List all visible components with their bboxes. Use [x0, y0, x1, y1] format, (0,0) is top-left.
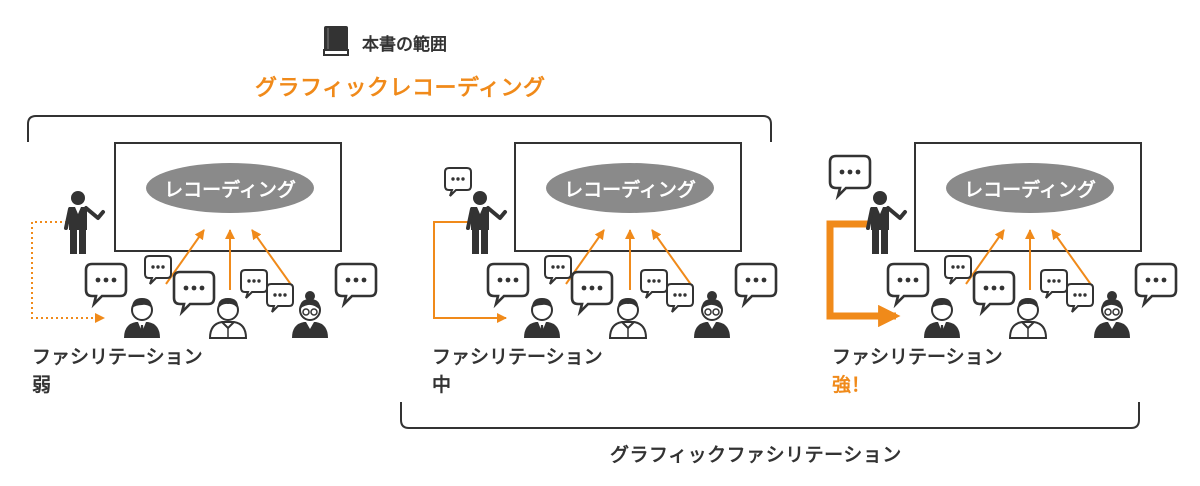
participant-icon — [123, 297, 161, 339]
speech-bubble-icon — [444, 167, 472, 197]
level-strong: 強！ — [832, 373, 871, 396]
facilitation-label: ファシリテーション 弱 — [32, 344, 203, 399]
speech-bubble-icon — [886, 262, 930, 306]
speech-bubble-icon — [570, 270, 614, 314]
speech-bubble-icon — [828, 154, 872, 198]
arrow-icon — [433, 221, 507, 323]
panel-strong: レコーディング ファシリテーション 強！ — [826, 142, 1200, 442]
arrow-icon — [651, 229, 693, 287]
speech-bubble-icon — [544, 255, 572, 285]
panel-illustration — [31, 189, 378, 339]
panel-medium: レコーディング ファシリテーション 中 — [426, 142, 816, 442]
participant-icon — [693, 290, 731, 339]
speech-bubble-icon — [1040, 269, 1068, 299]
facilitation-text: ファシリテーション — [32, 346, 203, 368]
arrow-icon — [965, 229, 1005, 285]
level-medium: 中 — [432, 373, 452, 396]
speech-bubble-icon — [1134, 262, 1178, 306]
speech-bubble-icon — [1066, 283, 1094, 313]
participant-icon — [923, 297, 961, 339]
panel-illustration — [826, 154, 1178, 339]
graphic-facilitation-title: グラフィックファシリテーション — [610, 444, 902, 466]
recording-pill: レコーディング — [546, 163, 714, 213]
speech-bubble-icon — [734, 262, 778, 306]
recording-pill: レコーディング — [946, 163, 1114, 213]
facilitation-text: ファシリテーション — [832, 346, 1003, 368]
participant-icon — [609, 297, 647, 339]
book-scope-title: 本書の範囲 — [362, 35, 447, 55]
speech-bubble-icon — [172, 270, 216, 314]
speech-bubble-icon — [944, 255, 972, 285]
facilitator-icon — [866, 189, 907, 256]
participant-icon — [209, 297, 247, 339]
whiteboard: レコーディング — [914, 142, 1142, 252]
participant-icon — [523, 297, 561, 339]
speech-bubble-icon — [640, 269, 668, 299]
speech-bubble-icon — [486, 262, 530, 306]
participant-icon — [291, 290, 329, 339]
arrow-icon — [251, 229, 293, 287]
graphic-recording-title: グラフィックレコーディング — [255, 76, 546, 101]
whiteboard: レコーディング — [514, 142, 742, 252]
whiteboard: レコーディング — [114, 142, 342, 252]
facilitation-label: ファシリテーション 強！ — [832, 344, 1003, 399]
arrow-icon — [31, 221, 105, 323]
recording-pill: レコーディング — [146, 163, 314, 213]
speech-bubble-icon — [334, 262, 378, 306]
participant-icon — [1093, 290, 1131, 339]
arrow-icon — [165, 229, 205, 285]
participant-icon — [1009, 297, 1047, 339]
facilitator-icon — [466, 189, 507, 256]
arrow-icon — [826, 220, 901, 328]
speech-bubble-icon — [972, 270, 1016, 314]
speech-bubble-icon — [144, 255, 172, 285]
facilitation-text: ファシリテーション — [432, 346, 603, 368]
facilitator-icon — [64, 189, 105, 256]
book-icon — [323, 26, 349, 56]
facilitation-label: ファシリテーション 中 — [432, 344, 603, 399]
speech-bubble-icon — [240, 269, 268, 299]
panel-weak: レコーディング ファシリテーション 弱 — [26, 142, 416, 442]
panel-illustration — [433, 167, 778, 339]
speech-bubble-icon — [84, 262, 128, 306]
speech-bubble-icon — [666, 283, 694, 313]
level-weak: 弱 — [32, 373, 52, 396]
arrow-icon — [1051, 229, 1093, 287]
graphic-recording-bracket — [27, 115, 772, 142]
speech-bubble-icon — [266, 283, 294, 313]
